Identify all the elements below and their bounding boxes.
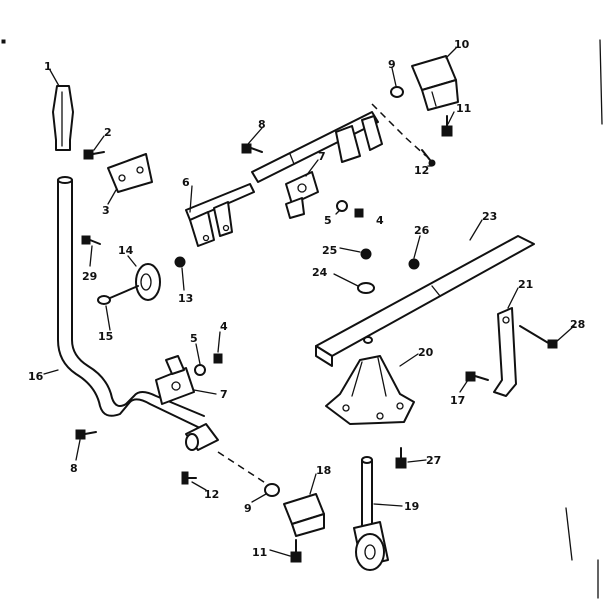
scan-marks bbox=[1, 39, 603, 599]
part-bar-6 bbox=[185, 183, 255, 247]
callout-3: 3 bbox=[102, 204, 110, 217]
part-screw-2 bbox=[83, 149, 105, 160]
callout-27: 27 bbox=[426, 454, 441, 467]
callout-5-lower: 5 bbox=[190, 332, 198, 345]
part-base-20 bbox=[325, 355, 415, 425]
part-nut-4-lower bbox=[213, 353, 223, 364]
part-ring-9-lower bbox=[264, 483, 280, 497]
callout-7-lower: 7 bbox=[220, 388, 228, 401]
part-bolt-29 bbox=[81, 235, 101, 245]
callout-4-lower: 4 bbox=[220, 320, 228, 333]
callout-19: 19 bbox=[404, 500, 419, 513]
part-bolt-11-lower bbox=[290, 539, 302, 563]
part-bolt-27 bbox=[395, 447, 407, 469]
callout-11-upper: 11 bbox=[456, 102, 471, 115]
callout-12-lower: 12 bbox=[204, 488, 219, 501]
part-nut-26 bbox=[408, 258, 420, 270]
part-bracket-3 bbox=[107, 153, 153, 193]
callout-15: 15 bbox=[98, 330, 113, 343]
part-bracket-18 bbox=[283, 493, 325, 537]
callout-labels: 1 2 3 29 14 13 15 16 8 6 8 7 5 4 9 10 11… bbox=[28, 38, 585, 559]
callout-2: 2 bbox=[104, 126, 112, 139]
part-wheel-14 bbox=[97, 263, 161, 305]
callout-13: 13 bbox=[178, 292, 193, 305]
leader-lines bbox=[43, 47, 575, 557]
part-bolt-17 bbox=[465, 371, 489, 382]
callout-8-lower: 8 bbox=[70, 462, 78, 475]
callout-28-right: 28 bbox=[570, 318, 585, 331]
callout-8-upper: 8 bbox=[258, 118, 266, 131]
part-bracket-10 bbox=[411, 55, 459, 111]
callout-6: 6 bbox=[182, 176, 190, 189]
part-arm-21 bbox=[493, 307, 517, 397]
callout-11-lower: 11 bbox=[252, 546, 267, 559]
part-nut-4-upper bbox=[354, 208, 364, 218]
callout-17: 17 bbox=[450, 394, 465, 407]
part-bolt-28-right bbox=[519, 325, 558, 349]
callout-5-upper: 5 bbox=[324, 214, 332, 227]
part-washer-24 bbox=[357, 282, 375, 294]
callout-29: 29 bbox=[82, 270, 97, 283]
callout-9-upper: 9 bbox=[388, 58, 396, 71]
callout-10: 10 bbox=[454, 38, 470, 51]
part-bolt-12-lower bbox=[181, 471, 197, 485]
part-caster-19 bbox=[353, 456, 389, 571]
part-bolt-11-upper bbox=[441, 115, 453, 137]
callout-14: 14 bbox=[118, 244, 134, 257]
part-washer-5-upper bbox=[336, 200, 348, 212]
part-screw-8-lower bbox=[75, 429, 97, 440]
part-handle-tube bbox=[57, 176, 205, 429]
callout-25: 25 bbox=[322, 244, 337, 257]
callout-4-upper: 4 bbox=[376, 214, 384, 227]
part-tube-end bbox=[185, 423, 219, 451]
part-screw-8-upper bbox=[241, 143, 263, 154]
callout-7-upper: 7 bbox=[318, 150, 326, 163]
part-clamp-7-upper bbox=[285, 171, 319, 219]
callout-21: 21 bbox=[518, 278, 533, 291]
part-nut-13 bbox=[174, 256, 186, 268]
part-handle-grip bbox=[52, 85, 74, 151]
callout-24: 24 bbox=[312, 266, 328, 279]
part-clamp-7-lower bbox=[155, 355, 195, 405]
callout-16: 16 bbox=[28, 370, 44, 383]
callout-12-upper: 12 bbox=[414, 164, 429, 177]
part-channel-23 bbox=[315, 235, 535, 367]
callout-1: 1 bbox=[44, 60, 52, 73]
callout-26: 26 bbox=[414, 224, 430, 237]
callout-18: 18 bbox=[316, 464, 331, 477]
callout-9-lower: 9 bbox=[244, 502, 252, 515]
callout-23: 23 bbox=[482, 210, 497, 223]
part-washer-5-lower bbox=[194, 364, 206, 376]
part-upper-crossbar bbox=[251, 111, 383, 183]
part-nut-25 bbox=[360, 248, 372, 260]
callout-20: 20 bbox=[418, 346, 434, 359]
part-ring-9-upper bbox=[390, 86, 404, 98]
